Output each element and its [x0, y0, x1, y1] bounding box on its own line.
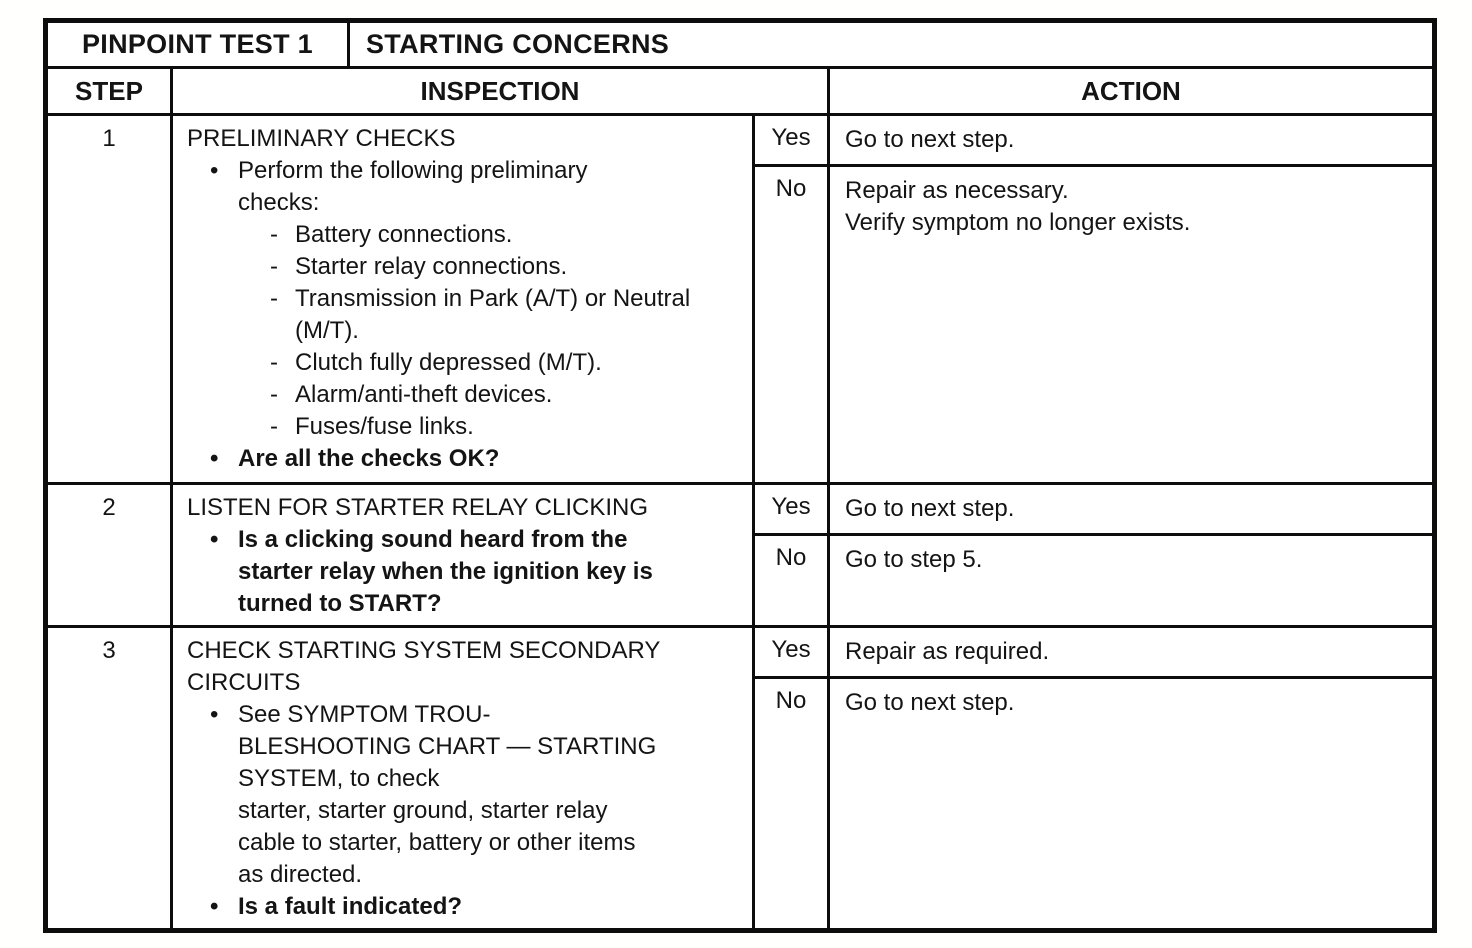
answer-cell: No	[755, 536, 830, 625]
inspection-title: LISTEN FOR STARTER RELAY CLICKING	[187, 494, 648, 521]
action-cell: Repair as required.	[845, 638, 1050, 665]
results-column: Yes Go to next step. No Go to step 5.	[755, 485, 1432, 625]
answer-cell: Yes	[755, 628, 830, 676]
pinpoint-test-table: PINPOINT TEST 1 STARTING CONCERNS STEP I…	[43, 18, 1437, 933]
inspection-subitem: -Battery connections.	[187, 219, 742, 251]
bullet-text: See SYMPTOM TROU- BLESHOOTING CHART — ST…	[238, 701, 657, 888]
bullet-marker-icon: •	[210, 893, 219, 920]
bullet-text: Is a clicking sound heard from the start…	[238, 526, 653, 617]
inspection-bullet-list: • See SYMPTOM TROU- BLESHOOTING CHART — S…	[187, 699, 742, 923]
bullet-marker-icon: •	[210, 526, 219, 553]
inspection-subitem: -Starter relay connections.	[187, 251, 742, 283]
inspection-cell: CHECK STARTING SYSTEM SECONDARY CIRCUITS…	[173, 628, 755, 928]
action-cell: Go to step 5.	[845, 546, 983, 573]
column-header-inspection: INSPECTION	[173, 69, 830, 113]
inspection-bullet: • Is a fault indicated?	[187, 891, 742, 923]
dash-marker-icon: -	[270, 413, 278, 440]
bullet-text: Is a fault indicated?	[238, 893, 463, 920]
inspection-title: CHECK STARTING SYSTEM SECONDARY CIRCUITS	[187, 637, 661, 696]
column-header-row: STEP INSPECTION ACTION	[48, 69, 1432, 116]
pinpoint-test-label: PINPOINT TEST 1	[48, 23, 350, 66]
step-number: 3	[48, 628, 173, 928]
answer-cell: Yes	[755, 116, 830, 164]
answer-cell: No	[755, 167, 830, 482]
step-number: 1	[48, 116, 173, 482]
inspection-bullet: • Is a clicking sound heard from the star…	[187, 524, 742, 620]
inspection-cell: LISTEN FOR STARTER RELAY CLICKING • Is a …	[173, 485, 755, 625]
action-cell: Repair as necessary. Verify symptom no l…	[845, 177, 1191, 236]
result-row-no: No Repair as necessary. Verify symptom no…	[755, 167, 1432, 482]
dash-marker-icon: -	[270, 221, 278, 248]
inspection-subitem: -Transmission in Park (A/T) or Neutral (…	[187, 283, 742, 347]
inspection-subitem: -Alarm/anti-theft devices.	[187, 379, 742, 411]
subitem-text: Fuses/fuse links.	[295, 413, 474, 440]
action-cell: Go to next step.	[845, 126, 1015, 153]
step-row: 1 PRELIMINARY CHECKS • Perform the follow…	[48, 116, 1432, 485]
bullet-marker-icon: •	[210, 701, 219, 728]
bullet-text: Perform the following preliminary checks…	[238, 157, 588, 216]
action-cell: Go to next step.	[845, 689, 1015, 716]
step-row: 2 LISTEN FOR STARTER RELAY CLICKING • Is …	[48, 485, 1432, 628]
subitem-text: Starter relay connections.	[295, 253, 568, 280]
result-row-yes: Yes Go to next step.	[755, 116, 1432, 167]
column-header-action: ACTION	[1081, 75, 1181, 106]
dash-marker-icon: -	[270, 349, 278, 376]
subitem-text: Clutch fully depressed (M/T).	[295, 349, 602, 376]
table-title-row: PINPOINT TEST 1 STARTING CONCERNS	[48, 23, 1432, 69]
dash-marker-icon: -	[270, 253, 278, 280]
bullet-text: Are all the checks OK?	[238, 445, 500, 472]
answer-cell: No	[755, 679, 830, 928]
inspection-title: PRELIMINARY CHECKS	[187, 125, 456, 152]
inspection-bullet: • See SYMPTOM TROU- BLESHOOTING CHART — S…	[187, 699, 742, 891]
bullet-marker-icon: •	[210, 157, 219, 184]
result-row-no: No Go to next step.	[755, 679, 1432, 928]
action-cell: Go to next step.	[845, 495, 1015, 522]
results-column: Yes Go to next step. No Repair as necessary…	[755, 116, 1432, 482]
result-row-yes: Yes Repair as required.	[755, 628, 1432, 679]
dash-marker-icon: -	[270, 285, 278, 312]
subitem-text: Transmission in Park (A/T) or Neutral (M…	[295, 285, 691, 344]
subitem-text: Battery connections.	[295, 221, 513, 248]
results-column: Yes Repair as required. No Go to next step.	[755, 628, 1432, 928]
inspection-bullet-list: • Is a clicking sound heard from the star…	[187, 524, 742, 620]
subitem-text: Alarm/anti-theft devices.	[295, 381, 553, 408]
steps-container: 1 PRELIMINARY CHECKS • Perform the follow…	[48, 116, 1432, 928]
step-row: 3 CHECK STARTING SYSTEM SECONDARY CIRCUI…	[48, 628, 1432, 928]
result-row-yes: Yes Go to next step.	[755, 485, 1432, 536]
inspection-bullet-list: • Perform the following preliminary check…	[187, 155, 742, 475]
test-subject-label: STARTING CONCERNS	[366, 29, 670, 59]
answer-cell: Yes	[755, 485, 830, 533]
dash-marker-icon: -	[270, 381, 278, 408]
inspection-cell: PRELIMINARY CHECKS • Perform the followin…	[173, 116, 755, 482]
inspection-subitem: -Fuses/fuse links.	[187, 411, 742, 443]
inspection-bullet: • Perform the following preliminary check…	[187, 155, 742, 219]
result-row-no: No Go to step 5.	[755, 536, 1432, 625]
bullet-marker-icon: •	[210, 445, 219, 472]
step-number: 2	[48, 485, 173, 625]
inspection-bullet: • Are all the checks OK?	[187, 443, 742, 475]
column-header-step: STEP	[48, 69, 173, 113]
inspection-subitem: -Clutch fully depressed (M/T).	[187, 347, 742, 379]
